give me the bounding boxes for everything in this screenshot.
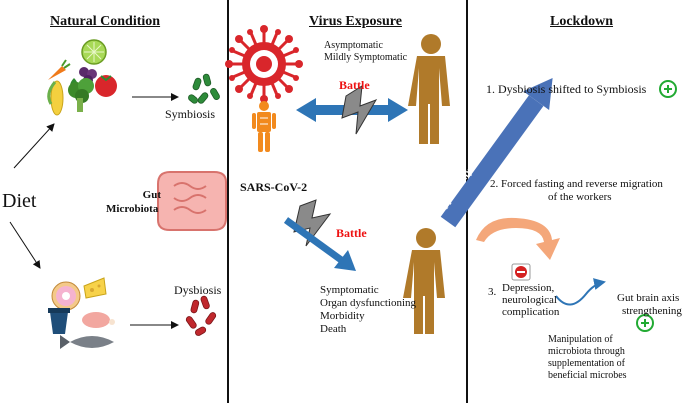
- lightning-icon-top: [341, 85, 378, 135]
- infected-person-icon: [252, 101, 276, 152]
- column-separator-left: [227, 0, 229, 403]
- gut-microbiota-label-line2: Microbiota: [106, 203, 159, 215]
- person-icon-bottom: [403, 228, 445, 334]
- header-virus-exposure: Virus Exposure: [309, 14, 402, 29]
- plus-icon-bottom: [636, 314, 654, 332]
- outcome-symptomatic: Symptomatic: [320, 284, 379, 296]
- gut-brain-label-line1: Gut brain axis: [617, 292, 680, 304]
- opportunity-arrow: [440, 77, 553, 228]
- symbiosis-label: Symbiosis: [165, 107, 216, 121]
- coronavirus-icon: [225, 25, 303, 103]
- item3-label-line2: neurological: [502, 294, 557, 306]
- person-icon-top: [408, 34, 450, 144]
- symbiosis-bacteria-icon: [188, 73, 220, 104]
- no-entry-sign-icon: [511, 263, 531, 281]
- manipulation-line2: microbiota through: [548, 346, 625, 357]
- manipulation-line4: beneficial microbes: [548, 370, 627, 381]
- item1-label: 1. Dysbiosis shifted to Symbiosis: [486, 82, 647, 96]
- header-natural-condition: Natural Condition: [50, 14, 161, 29]
- plus-icon-top: [659, 80, 677, 98]
- diet-to-healthy-arrow: [13, 123, 55, 169]
- gut-brain-label-line2: strengthening: [622, 305, 682, 317]
- gut-microbiota-label-line1: Gut: [142, 189, 161, 201]
- intestine-icon: [157, 171, 227, 231]
- item3-label-line3: complication: [502, 306, 560, 318]
- battle-label-top: Battle: [339, 78, 370, 92]
- outcome-death: Death: [320, 323, 347, 335]
- manipulation-line1: Manipulation of: [548, 334, 613, 345]
- gut-brain-arrow: [555, 278, 606, 306]
- item2-label-line1: 2. Forced fasting and reverse migration: [490, 178, 663, 190]
- healthy-food-icon: [47, 39, 117, 116]
- battle-label-bottom: Battle: [336, 226, 367, 240]
- outcome-organ-dysfunctioning: Organ dysfunctioning: [320, 297, 417, 309]
- sars-cov-2-label: SARS-CoV-2: [240, 180, 308, 194]
- manipulation-line3: supplementation of: [548, 358, 625, 369]
- diet-to-unhealthy-arrow: [9, 221, 41, 269]
- asymptomatic-label: Asymptomatic: [324, 40, 383, 51]
- header-lockdown: Lockdown: [550, 14, 614, 29]
- item3-label-line1: Depression,: [502, 282, 555, 294]
- mildly-symptomatic-label: Mildly Symptomatic: [324, 52, 408, 63]
- item3-number: 3.: [488, 286, 497, 298]
- battle-arrow-bottom: [283, 217, 356, 271]
- item2-label-line2: of the workers: [548, 191, 612, 203]
- diet-label: Diet: [2, 190, 37, 212]
- curved-arrow-icon: [476, 217, 560, 260]
- dysbiosis-bacteria-icon: [185, 295, 217, 336]
- outcome-morbidity: Morbidity: [320, 310, 365, 322]
- unhealthy-food-icon: [48, 277, 115, 349]
- dysbiosis-label: Dysbiosis: [174, 283, 222, 297]
